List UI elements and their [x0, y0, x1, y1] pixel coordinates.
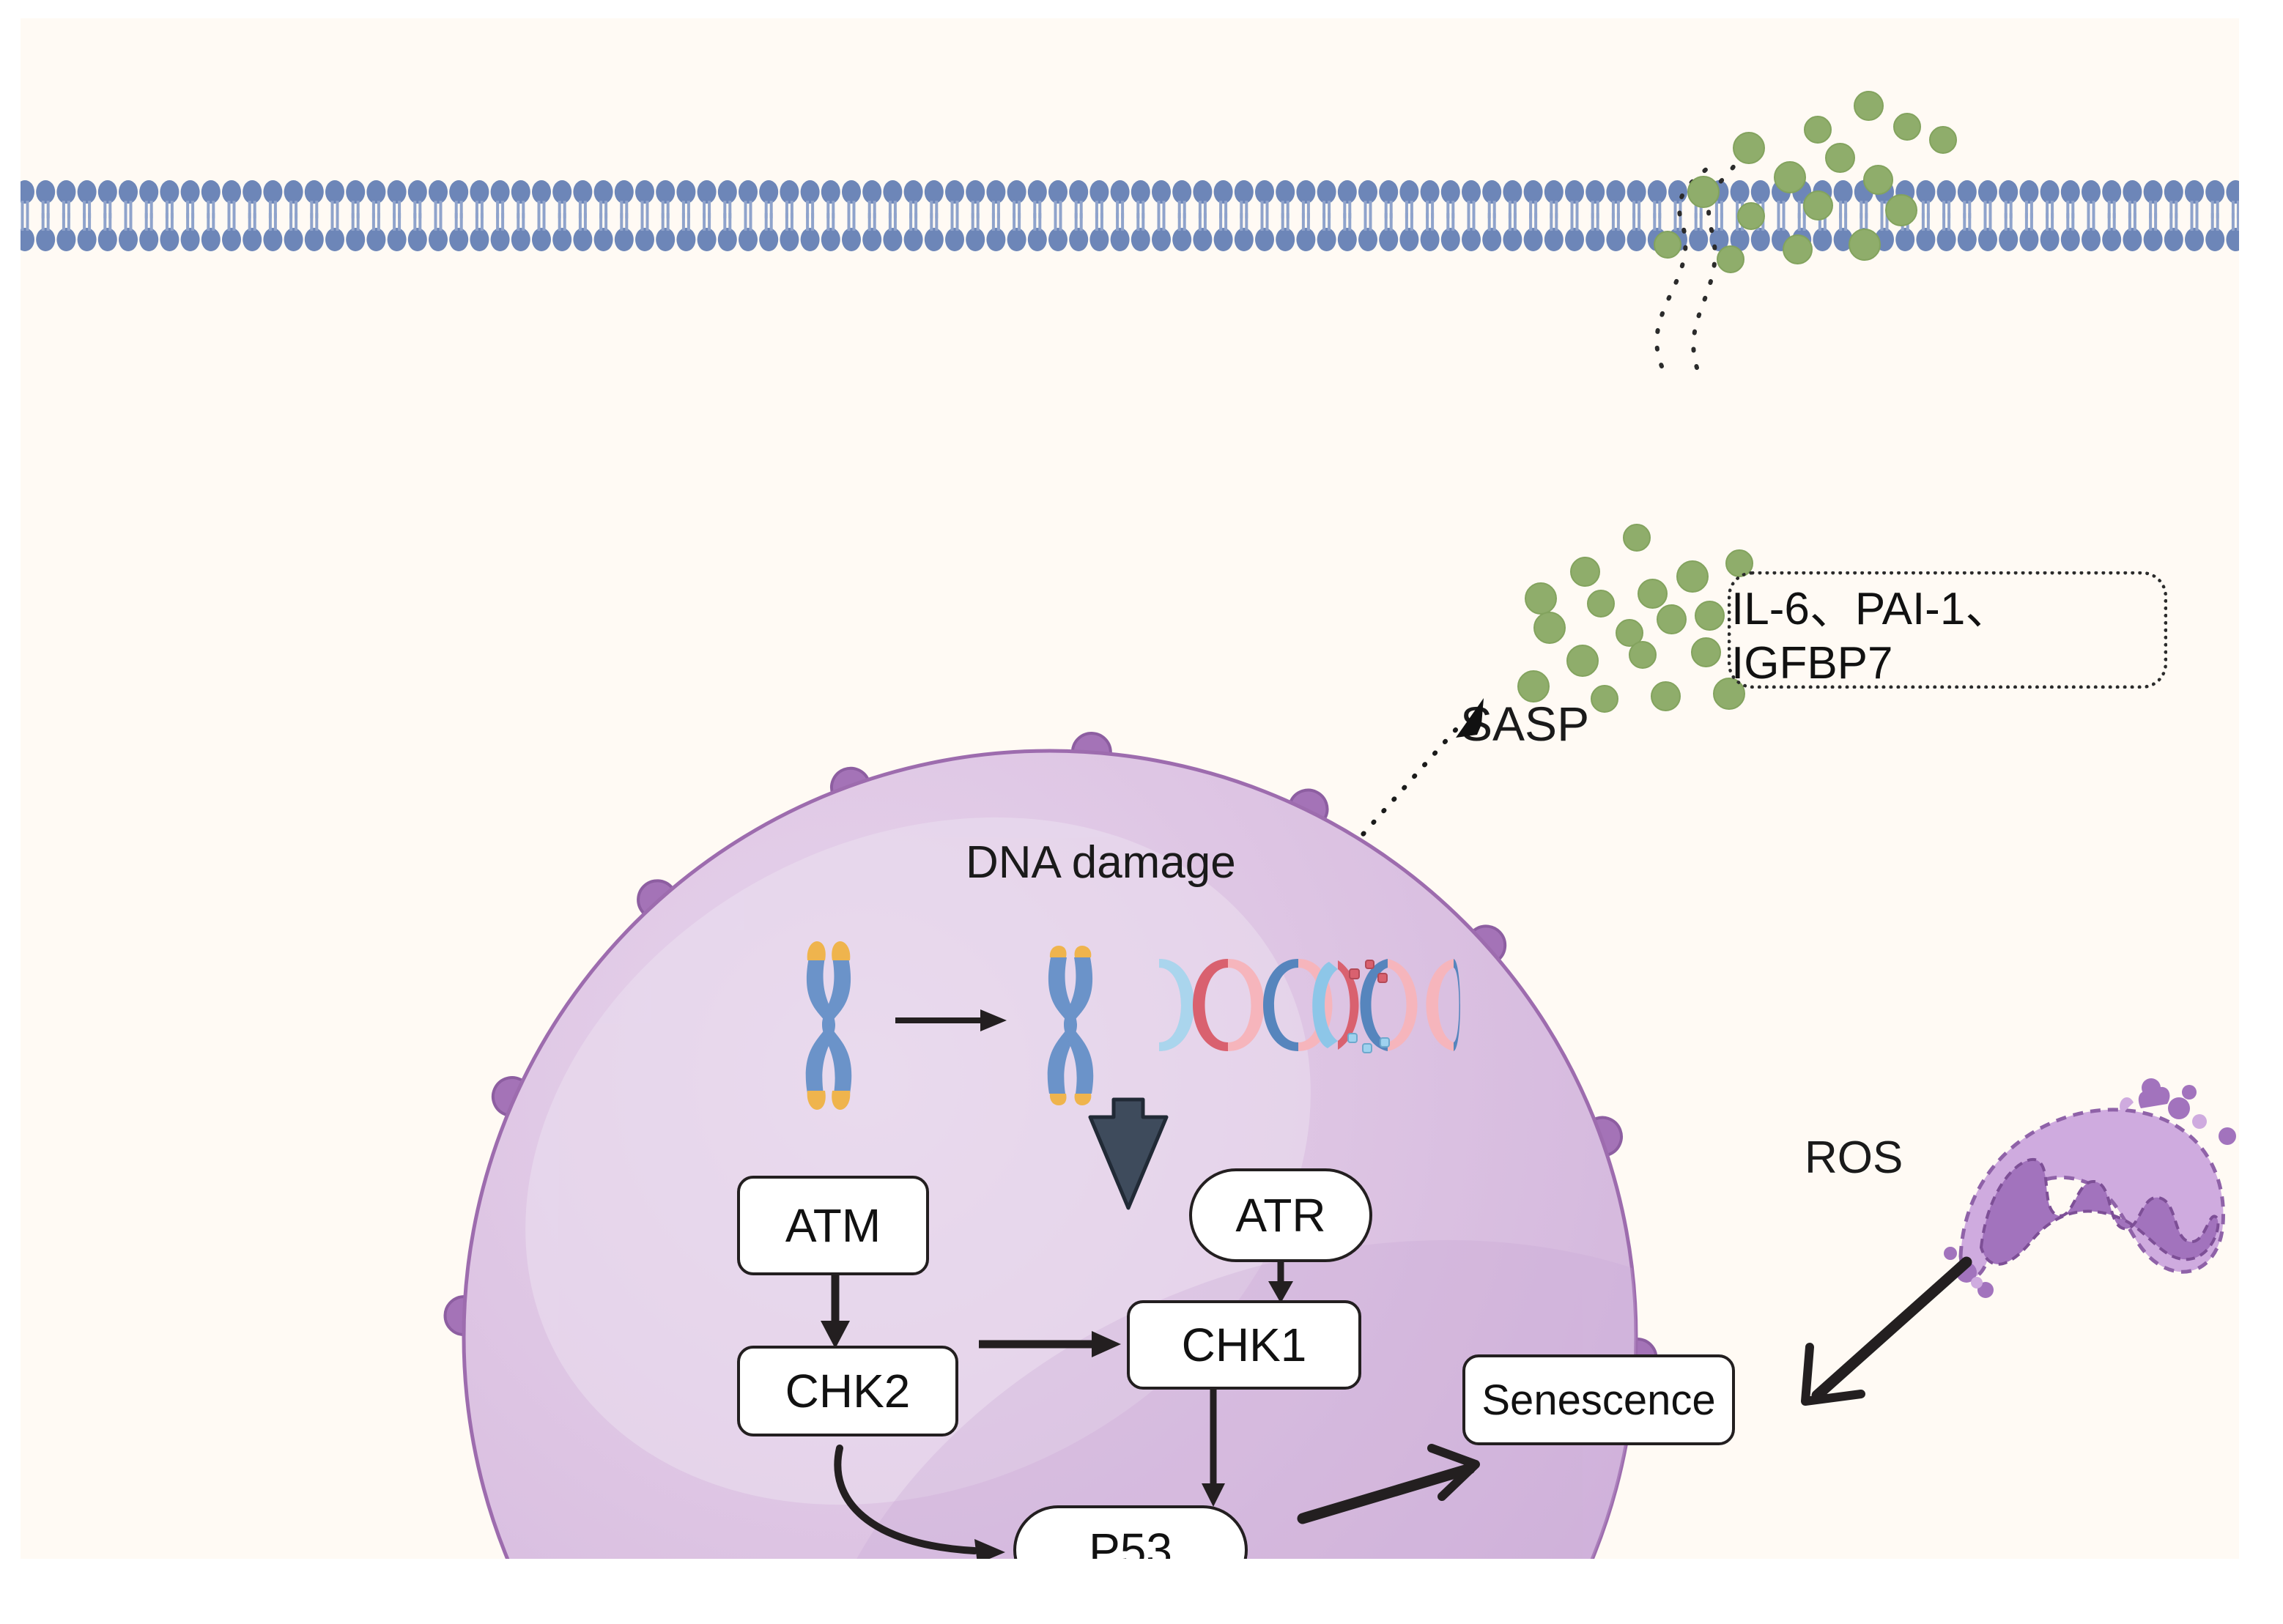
- solid-arrow-chromosome: [892, 1006, 1010, 1035]
- node-p53[interactable]: P53: [1013, 1505, 1248, 1559]
- sasp-molecule-dot: [1774, 161, 1807, 194]
- arrow-p53-to-senescence: [1295, 1439, 1501, 1535]
- sasp-molecule-dot: [1525, 582, 1558, 615]
- node-p53-label: P53: [1089, 1524, 1172, 1559]
- sasp-dots-extracellular: [1643, 59, 1958, 273]
- arrow-chk2-to-p53: [824, 1444, 1029, 1559]
- sasp-molecule-dot: [1657, 604, 1687, 635]
- sasp-molecule-dot: [1783, 234, 1813, 265]
- secreted-factors-callout: IL-6、PAI-1、IGFBP7: [1728, 571, 2167, 689]
- ros-label: ROS: [1805, 1132, 1903, 1183]
- sasp-molecule-dot: [1623, 524, 1651, 552]
- sasp-molecule-dot: [1687, 176, 1720, 209]
- sasp-molecule-dot: [1825, 143, 1856, 174]
- sasp-molecule-dot: [1804, 116, 1832, 144]
- sasp-molecule-dot: [1717, 245, 1744, 273]
- dna-break-fragments: [1347, 960, 1390, 1053]
- arrow-ros-to-nucleus: [1779, 1249, 1984, 1432]
- sasp-molecule-dot: [1676, 560, 1709, 593]
- sasp-molecule-dot: [1849, 229, 1881, 262]
- node-atr-label: ATR: [1235, 1189, 1326, 1242]
- sasp-molecule-dot: [1654, 231, 1681, 259]
- sasp-molecule-dot: [1885, 194, 1918, 227]
- node-senescence[interactable]: Senescence: [1462, 1354, 1735, 1445]
- arrow-atr-to-chk1: [1260, 1259, 1301, 1305]
- sasp-molecule-dot: [1803, 190, 1834, 221]
- chromosome-shortened: [1023, 932, 1118, 1116]
- sasp-dots-intracellular: [1453, 502, 1768, 722]
- node-chk1-label: CHK1: [1181, 1319, 1307, 1371]
- sasp-molecule-dot: [1629, 641, 1657, 669]
- sasp-molecule-dot: [1533, 612, 1566, 645]
- node-atm-label: ATM: [785, 1199, 881, 1252]
- arrow-chk1-to-p53: [1193, 1390, 1234, 1510]
- sasp-secretion-path: [1618, 154, 1764, 374]
- node-chk1[interactable]: CHK1: [1127, 1300, 1361, 1390]
- dna-damage-label: DNA damage: [966, 837, 1236, 888]
- dna-helix: [1155, 956, 1462, 1080]
- figure-canvas: SASP IL-6、PAI-1、IGFBP7: [21, 18, 2239, 1559]
- sasp-molecule-dot: [1695, 601, 1725, 631]
- sasp-molecule-dot: [1691, 637, 1722, 668]
- sasp-molecule-dot: [1587, 590, 1615, 618]
- arrow-to-chk1: [977, 1328, 1124, 1360]
- chromosome-normal: [781, 932, 876, 1116]
- sasp-molecule-dot: [1929, 126, 1957, 154]
- sasp-molecule-dot: [1854, 91, 1884, 122]
- node-atm[interactable]: ATM: [737, 1176, 929, 1275]
- mitochondrion: [1931, 1073, 2239, 1315]
- sasp-molecule-dot: [1517, 670, 1550, 703]
- sasp-molecule-dot: [1638, 579, 1668, 609]
- node-atr[interactable]: ATR: [1189, 1168, 1372, 1262]
- block-down-arrow: [1084, 1097, 1172, 1214]
- nucleus-to-sasp-arrow: [1299, 692, 1519, 897]
- sasp-molecule-dot: [1591, 685, 1618, 713]
- secreted-factors-text: IL-6、PAI-1、IGFBP7: [1731, 583, 2011, 689]
- node-chk2-label: CHK2: [785, 1365, 911, 1417]
- node-chk2[interactable]: CHK2: [737, 1346, 958, 1436]
- node-senescence-label: Senescence: [1481, 1376, 1716, 1424]
- sasp-molecule-dot: [1863, 165, 1894, 196]
- sasp-molecule-dot: [1733, 132, 1766, 165]
- sasp-molecule-dot: [1737, 202, 1765, 230]
- sasp-molecule-dot: [1570, 557, 1601, 587]
- sasp-molecule-dot: [1893, 113, 1921, 141]
- sasp-molecule-dot: [1651, 681, 1681, 712]
- sasp-molecule-dot: [1566, 645, 1599, 678]
- arrow-atm-to-chk2: [813, 1272, 857, 1352]
